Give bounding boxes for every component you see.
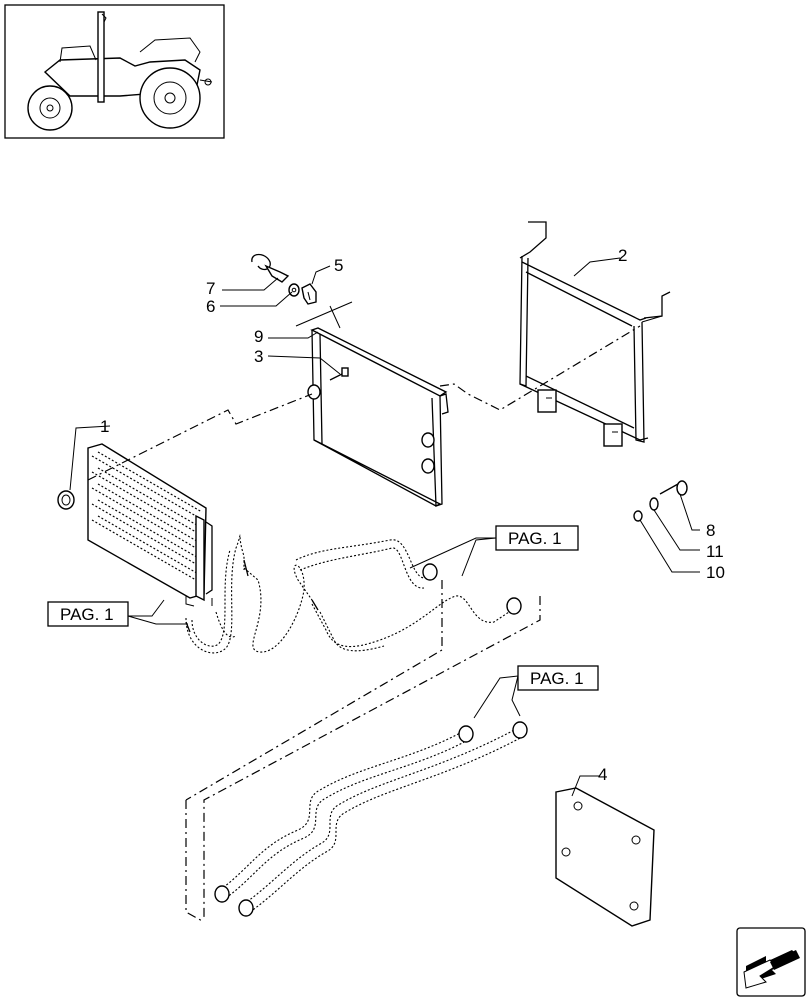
condenser-core-part — [87, 443, 213, 607]
label-7: 7 — [206, 279, 215, 298]
mounting-frame-part — [519, 221, 671, 447]
label-4: 4 — [598, 765, 607, 784]
assembly-lines — [87, 301, 641, 923]
page-ref-left-label: PAG. 1 — [60, 605, 114, 624]
bolt-set-part — [633, 480, 688, 522]
label-2: 2 — [618, 246, 627, 265]
label-9: 9 — [254, 327, 263, 346]
part-labels: 1 2 3 4 5 6 7 8 9 10 11 — [100, 246, 725, 784]
label-5: 5 — [334, 256, 343, 275]
label-3: 3 — [254, 347, 263, 366]
next-page-arrow-icon — [743, 950, 800, 989]
tractor-thumbnail[interactable] — [4, 4, 225, 139]
grommet-part — [57, 490, 75, 510]
page-ref-top-right-label: PAG. 1 — [508, 529, 562, 548]
label-6: 6 — [206, 297, 215, 316]
tractor-icon — [27, 11, 213, 131]
next-page-button[interactable] — [736, 927, 806, 997]
page-ref-left[interactable]: PAG. 1 — [47, 601, 129, 627]
upper-hoses-part — [185, 534, 522, 654]
label-1: 1 — [100, 417, 109, 436]
label-10: 10 — [706, 563, 725, 582]
gasket-plate-part — [555, 787, 655, 927]
page-ref-bottom-label: PAG. 1 — [530, 669, 584, 688]
page-ref-top-right[interactable]: PAG. 1 — [495, 525, 579, 551]
leader-lines — [69, 257, 700, 797]
label-11: 11 — [706, 542, 724, 561]
frame-plate-part — [307, 327, 449, 507]
lower-hoses-part — [214, 721, 528, 917]
label-8: 8 — [706, 521, 715, 540]
fastener-group-part — [251, 253, 317, 305]
page-ref-bottom[interactable]: PAG. 1 — [517, 665, 599, 691]
